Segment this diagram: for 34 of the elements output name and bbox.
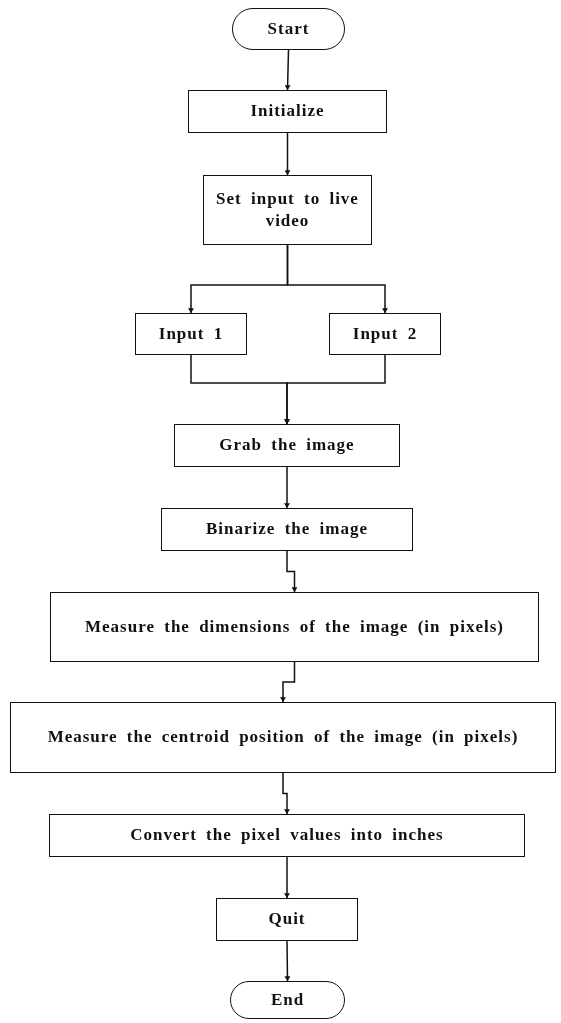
process-box [174,424,400,467]
step-label: Grab the image [219,434,355,457]
step-label: Measure the dimensions of the image (in pixels) [85,615,504,638]
terminal-pill [232,8,345,50]
step-label: Convert the pixel values into inches [130,824,444,847]
arrow [284,132,291,176]
process-box [49,814,525,857]
step-label: Measure the centroid position of the image (in pixels) [47,726,519,749]
process-box [329,313,441,355]
step-label: End [270,988,305,1011]
process-box [135,313,247,355]
arrow [284,466,290,509]
arrow [282,772,290,815]
process-box [50,592,539,662]
arrow [286,550,298,593]
arrow [284,856,290,899]
step-label: Input 1 [158,322,224,345]
step-label: Binarize the image [206,518,368,541]
step-label: Initialize [250,100,325,123]
arrow [280,661,296,703]
process-box [203,175,372,245]
terminal-pill [230,981,345,1019]
process-box [216,898,358,941]
process-box [188,90,387,133]
step-label: Set input to live video [215,187,360,232]
process-box [161,508,413,551]
step-label: Quit [268,908,306,931]
arrow [284,940,291,982]
arrow [284,354,386,425]
step-label: Start [267,17,310,40]
arrow [286,244,388,314]
process-box [10,702,556,773]
step-label: Input 2 [352,322,418,345]
arrow [284,49,291,91]
